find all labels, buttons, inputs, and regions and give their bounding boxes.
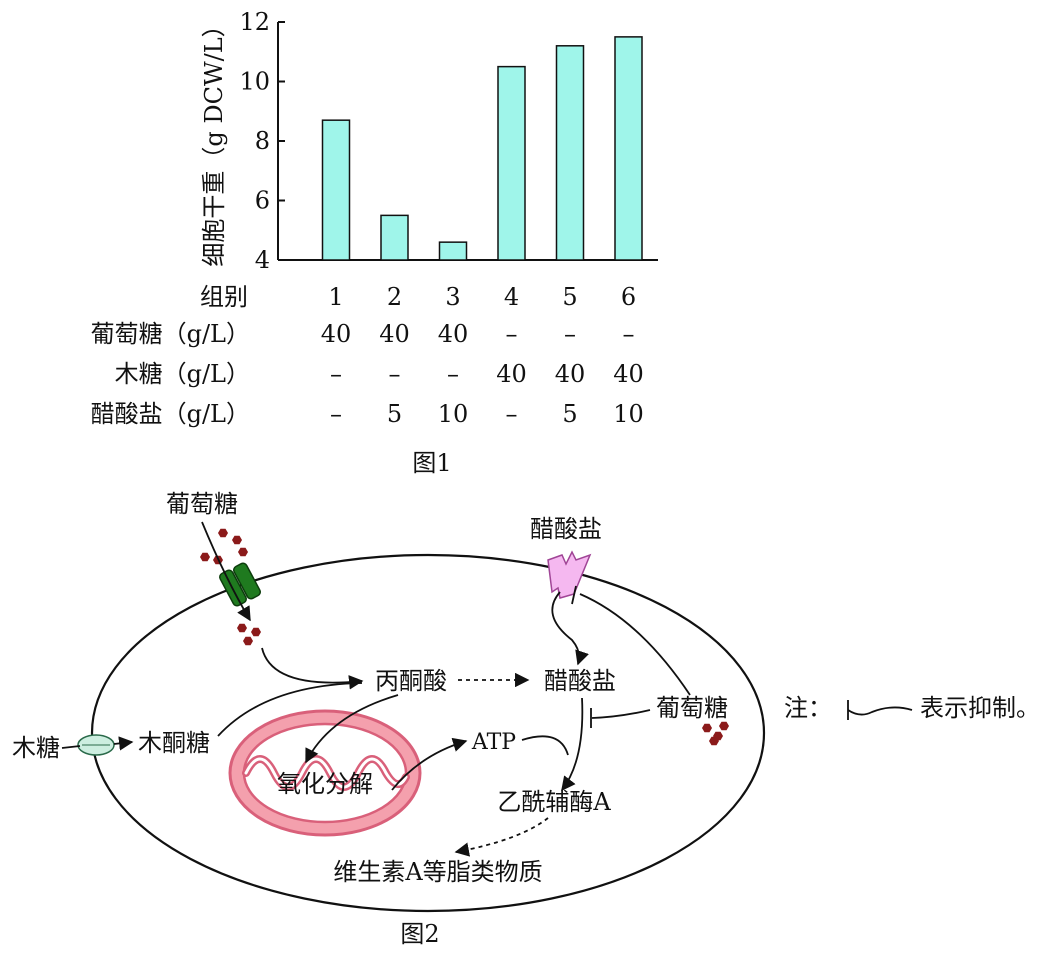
glucose-molecule-icon [238, 547, 248, 557]
label-acetate-outside: 醋酸盐 [530, 515, 602, 543]
glucose-molecule-icon [709, 736, 719, 746]
table-cell: – [447, 360, 459, 388]
table-row-label: 木糖（g/L） [115, 360, 250, 388]
table-cell: 5 [387, 400, 402, 428]
y-tick-label: 6 [255, 187, 270, 215]
bar-group-5 [555, 45, 585, 261]
pathway-arrows [61, 521, 913, 857]
arrow-xylose-to-xylulose [113, 736, 134, 751]
label-atp: ATP [471, 730, 516, 755]
y-axis-label: 细胞干重（g DCW/L） [200, 13, 228, 266]
glucose-molecule-icon [237, 623, 247, 633]
y-tick-label: 12 [239, 8, 270, 36]
table-cell: – [623, 320, 635, 348]
x-tick-label: 4 [504, 283, 519, 311]
arrow-acetate-to-acetylcoa [561, 697, 584, 792]
table-cell: – [506, 400, 518, 428]
arrow-oxidation-to-atp [391, 737, 468, 791]
arrow-atp-to-acetylcoa [521, 735, 569, 756]
glucose-molecule-icon [719, 721, 729, 731]
table-cell: – [389, 360, 401, 388]
figure2-caption: 图2 [400, 920, 439, 948]
note-prefix: 注： [784, 694, 832, 722]
table-cell: – [330, 400, 342, 428]
acetate-transporter-icon [547, 550, 592, 599]
table-row-label: 葡萄糖（g/L） [91, 320, 250, 348]
bar-group-6 [614, 36, 643, 261]
figure1-caption: 图1 [412, 449, 451, 477]
bar-group-3 [438, 241, 468, 261]
condition-rows: 葡萄糖（g/L） 40 40 40 – – – 木糖（g/L） – – – 40 40 40 醋酸盐（g/L… [91, 320, 644, 428]
bar-series [321, 36, 643, 261]
table-cell: 40 [613, 360, 644, 388]
table-row-label: 醋酸盐（g/L） [91, 400, 250, 428]
table-cell: 40 [379, 320, 410, 348]
inhibition-glucose-to-transporter [579, 593, 691, 696]
table-cell: 40 [321, 320, 352, 348]
arrow-glucose-in [201, 521, 251, 622]
xylose-transporter-icon [77, 734, 115, 756]
figure2-diagram: 葡萄糖 醋酸盐 木糖 木酮糖 丙酮酸 醋酸盐 葡萄糖 氧化分解 ATP 乙酰辅酶… [12, 490, 1040, 913]
x-tick-label: 1 [328, 283, 343, 311]
group-number-row: 1 2 3 4 5 6 [328, 283, 636, 311]
label-acetate-inside: 醋酸盐 [544, 667, 616, 695]
table-cell: 40 [555, 360, 586, 388]
label-pyruvate: 丙酮酸 [375, 667, 447, 695]
label-glucose-inside: 葡萄糖 [656, 694, 728, 722]
inhibition-legend-symbol [847, 706, 913, 716]
arrow-acetate-transport [551, 591, 589, 666]
inhibition-bar-2 [571, 585, 577, 605]
label-oxidation: 氧化分解 [277, 770, 373, 798]
x-tick-label: 3 [445, 283, 460, 311]
figure1-chart: 细胞干重（g DCW/L） 4 6 8 10 12 [200, 8, 658, 274]
glucose-molecule-icon [232, 535, 242, 545]
y-tick-label: 8 [255, 127, 270, 155]
glucose-molecule-icon [200, 552, 210, 562]
table-cell: – [506, 320, 518, 348]
bar-group-1 [321, 119, 351, 261]
label-acetyl-coa: 乙酰辅酶A [497, 788, 611, 816]
figure1-table: 组别 1 2 3 4 5 6 葡萄糖（g/L） 40 40 40 – – – 木糖（g/L） – – – 40 4… [91, 283, 644, 428]
note-suffix: 表示抑制。 [920, 694, 1040, 722]
inhibition-glucose-to-acetyl [591, 709, 651, 719]
mitochondrion-icon [228, 709, 422, 837]
table-cell: 5 [562, 400, 577, 428]
glucose-molecule-icon [218, 528, 228, 538]
arrow-glucose-to-pyruvate [261, 647, 364, 690]
table-cell: 40 [438, 320, 469, 348]
arrow-xylulose-to-pyruvate [217, 682, 363, 737]
label-product: 维生素A等脂类物质 [333, 858, 542, 886]
glucose-molecule-icons [200, 528, 729, 746]
arrow-acetylcoa-to-product [454, 817, 549, 857]
label-xylulose: 木酮糖 [138, 729, 210, 757]
table-cell: 10 [613, 400, 644, 428]
cell-membrane [90, 553, 766, 913]
table-cell: – [330, 360, 342, 388]
x-tick-label: 6 [621, 283, 636, 311]
y-tick-label: 4 [255, 246, 270, 274]
table-cell: 40 [496, 360, 527, 388]
table-cell: – [564, 320, 576, 348]
y-axis-ticks: 4 6 8 10 12 [239, 8, 285, 274]
label-xylose-outside: 木糖 [12, 734, 60, 762]
y-tick-label: 10 [239, 68, 270, 96]
x-tick-label: 5 [562, 283, 577, 311]
x-tick-label: 2 [387, 283, 402, 311]
bar-group-2 [380, 214, 409, 261]
group-row-label: 组别 [200, 283, 248, 311]
glucose-molecule-icon [251, 627, 261, 637]
glucose-molecule-icon [702, 723, 712, 733]
arrow-pyruvate-to-oxidation [305, 694, 399, 764]
glucose-molecule-icon [243, 636, 253, 646]
arrow-xylose-in [61, 745, 81, 749]
bar-group-4 [497, 65, 526, 261]
table-cell: 10 [438, 400, 469, 428]
label-glucose-outside: 葡萄糖 [166, 490, 238, 518]
